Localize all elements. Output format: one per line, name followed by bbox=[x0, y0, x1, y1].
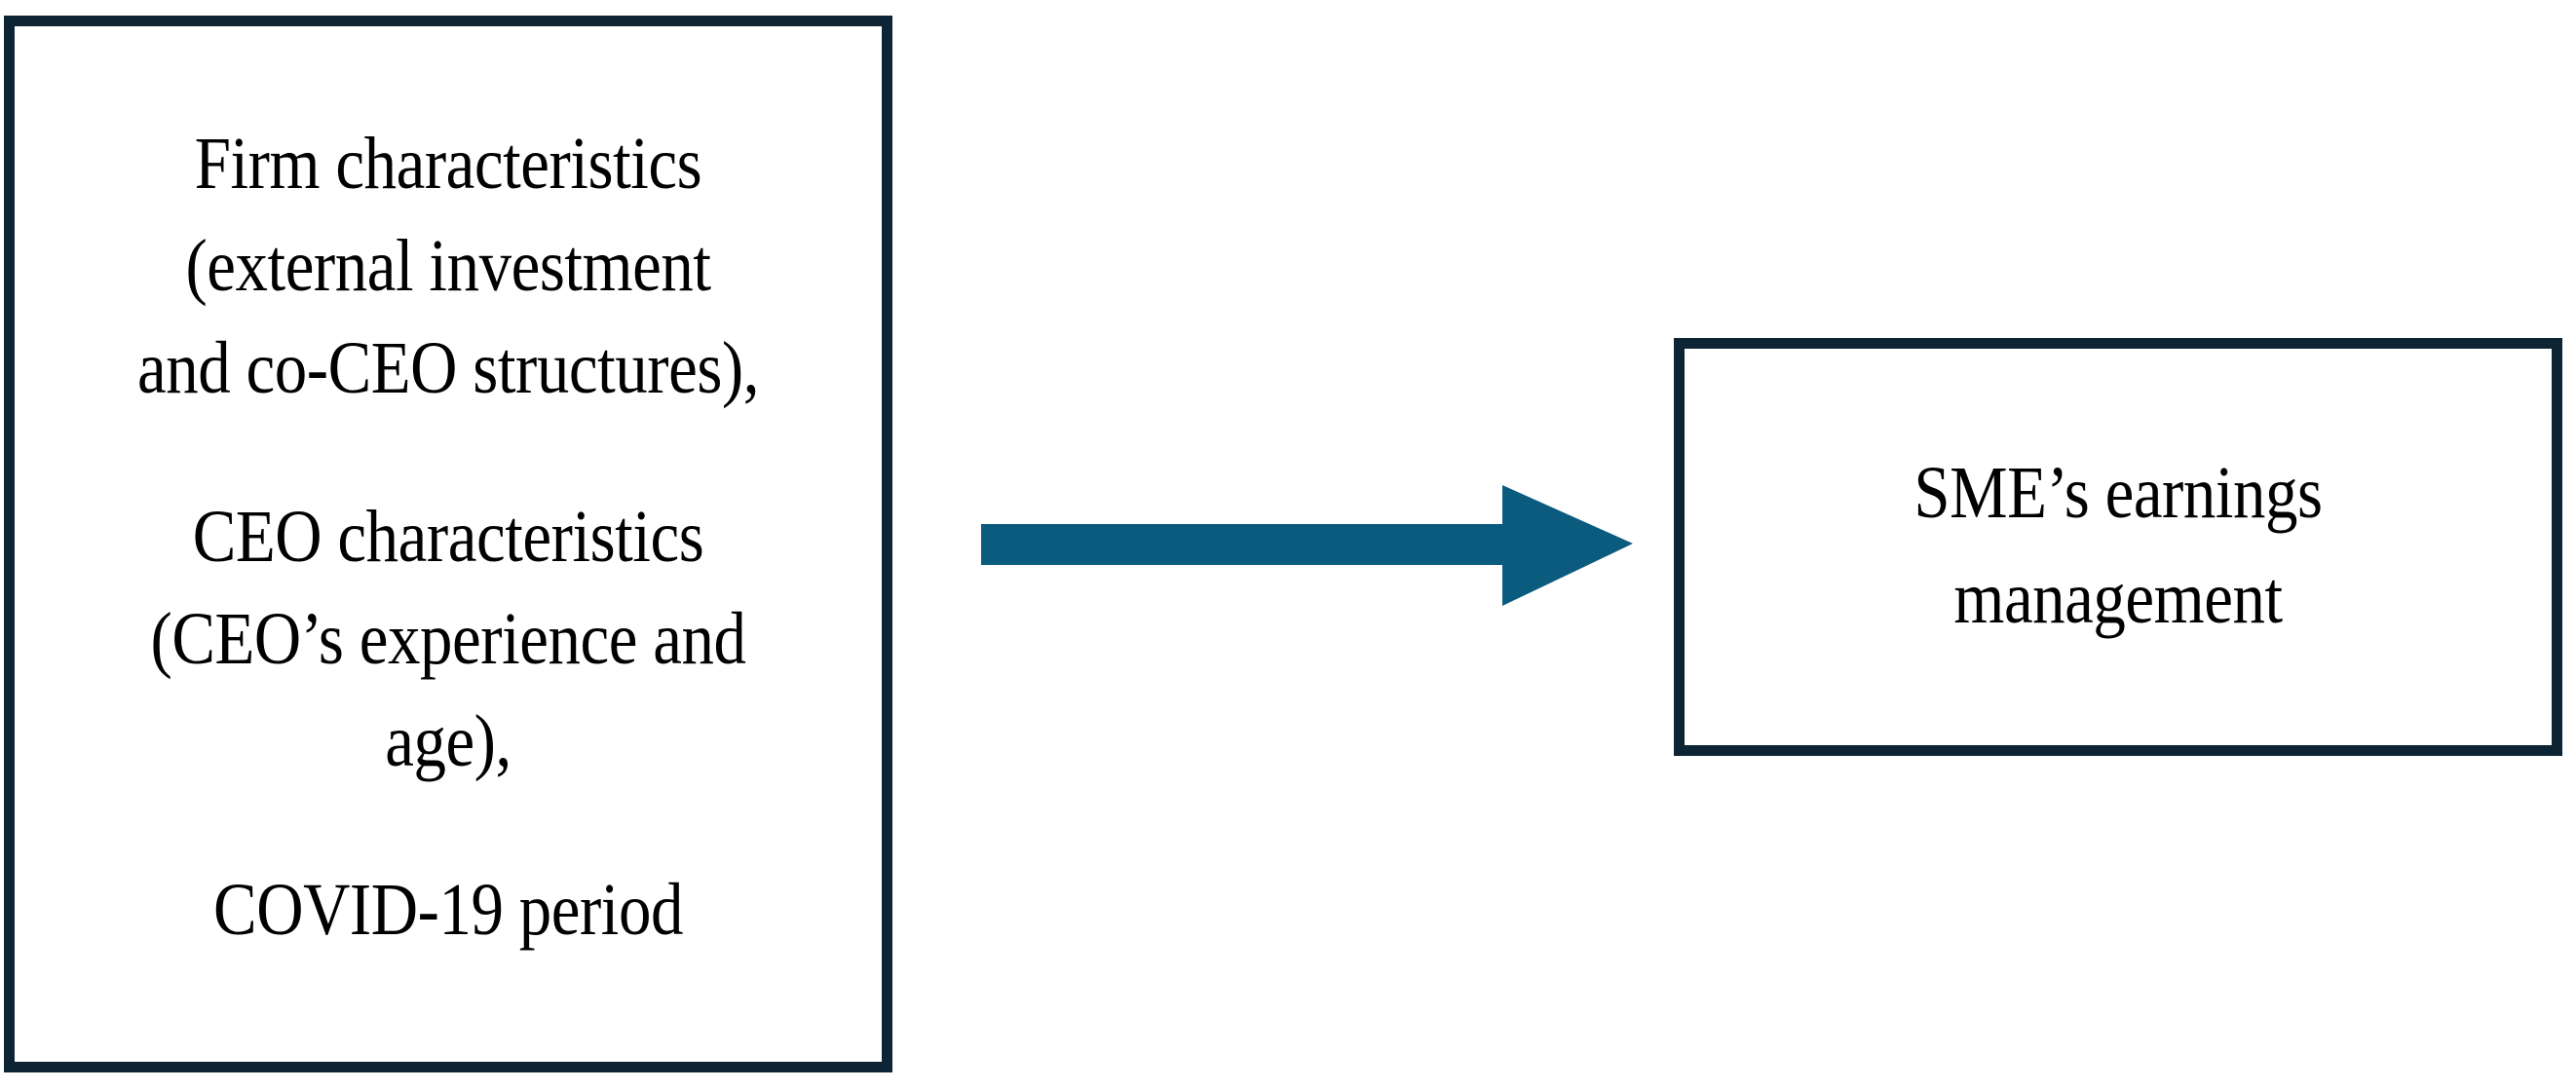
antecedents-line-4: CEO characteristics bbox=[192, 496, 704, 578]
antecedents-line-2: (external investment bbox=[185, 225, 711, 307]
outcome-box: SME’s earnings management bbox=[1674, 338, 2562, 756]
antecedents-line-7: COVID-19 period bbox=[213, 869, 683, 951]
outcome-line-2: management bbox=[1953, 556, 2283, 639]
outcome-line-1: SME’s earnings bbox=[1913, 451, 2323, 534]
antecedents-line-1: Firm characteristics bbox=[194, 123, 702, 205]
arrow-polygon bbox=[981, 485, 1633, 606]
antecedents-box: Firm characteristics (external investmen… bbox=[4, 16, 892, 1072]
outcome-text-block: SME’s earnings management bbox=[1685, 440, 2552, 651]
influence-arrow bbox=[974, 475, 1633, 616]
antecedents-line-5: (CEO’s experience and bbox=[150, 598, 746, 680]
antecedents-line-blank-1 bbox=[66, 420, 829, 486]
influence-arrow-shape bbox=[981, 485, 1633, 606]
antecedents-line-blank-2 bbox=[66, 793, 829, 859]
antecedents-line-6: age), bbox=[385, 700, 511, 782]
antecedents-text-block: Firm characteristics (external investmen… bbox=[15, 113, 882, 961]
antecedents-line-3: and co-CEO structures), bbox=[136, 327, 760, 409]
